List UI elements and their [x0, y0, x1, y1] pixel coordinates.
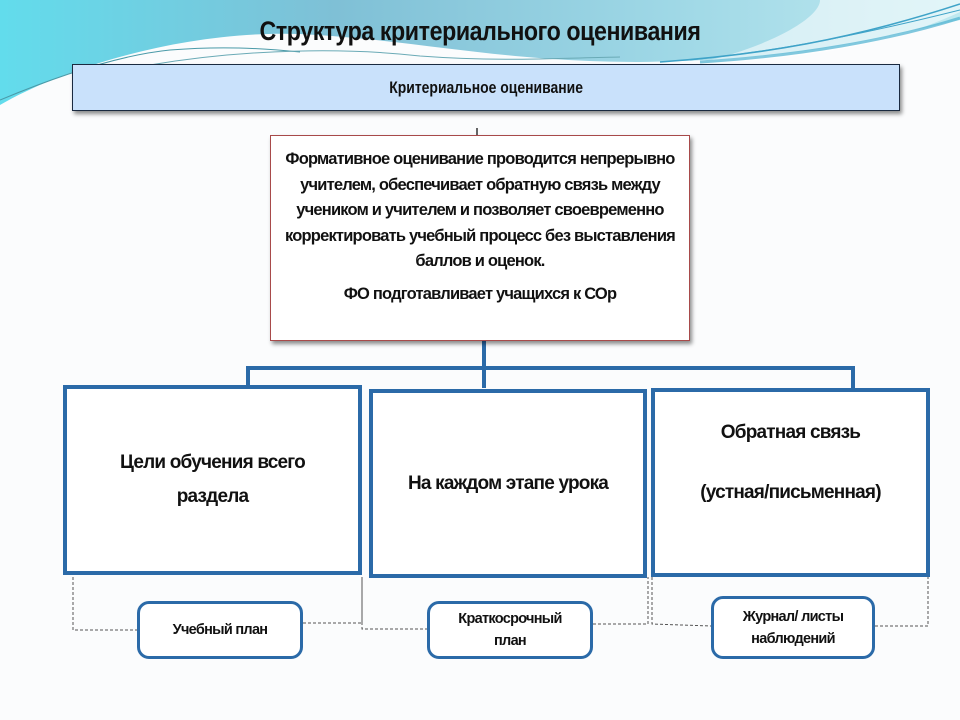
branch-each-lesson-stage: На каждом этапе урока — [369, 389, 647, 578]
branch-line: раздела — [176, 486, 249, 507]
formative-description: Формативное оценивание проводится непрер… — [281, 147, 679, 275]
doc-observation-journal: Журнал/ листы наблюдений — [711, 596, 875, 659]
branch-feedback: Обратная связь (устная/письменная) — [651, 388, 930, 577]
branch-learning-goals: Цели обучения всего раздела — [63, 385, 362, 575]
formative-footer-abbr: СОр — [584, 284, 617, 303]
doc-label-line: Краткосрочный — [458, 611, 562, 627]
doc-label: Журнал/ листы наблюдений — [743, 606, 844, 650]
doc-label: Учебный план — [172, 622, 268, 638]
formative-footer: ФО подготавливает учащихся к СОр — [281, 285, 679, 304]
formative-footer-text: ФО подготавливает учащихся к — [343, 284, 585, 303]
doc-short-term-plan: Краткосрочный план — [427, 601, 593, 659]
doc-label-line: Журнал/ листы — [742, 608, 844, 625]
formative-assessment-box: Формативное оценивание проводится непрер… — [270, 135, 690, 341]
slide-title: Структура критериального оценивания — [259, 16, 701, 46]
criteria-assessment-header: Критериальное оценивание — [72, 64, 900, 111]
branch-line: Цели обучения всего — [120, 452, 306, 473]
formative-body: проводится непрерывно учителем, обеспечи… — [285, 150, 676, 270]
doc-label-line: наблюдений — [751, 630, 835, 647]
branch-line: Обратная связь — [720, 421, 861, 443]
formative-lead: Формативное оценивание — [285, 150, 484, 168]
branch-line: На каждом этапе урока — [407, 472, 609, 494]
doc-label-line: план — [494, 633, 527, 649]
doc-label: Краткосрочный план — [458, 608, 562, 652]
branch-line: (устная/письменная) — [700, 481, 881, 503]
doc-curriculum: Учебный план — [137, 601, 303, 659]
header-label: Критериальное оценивание — [389, 77, 583, 97]
